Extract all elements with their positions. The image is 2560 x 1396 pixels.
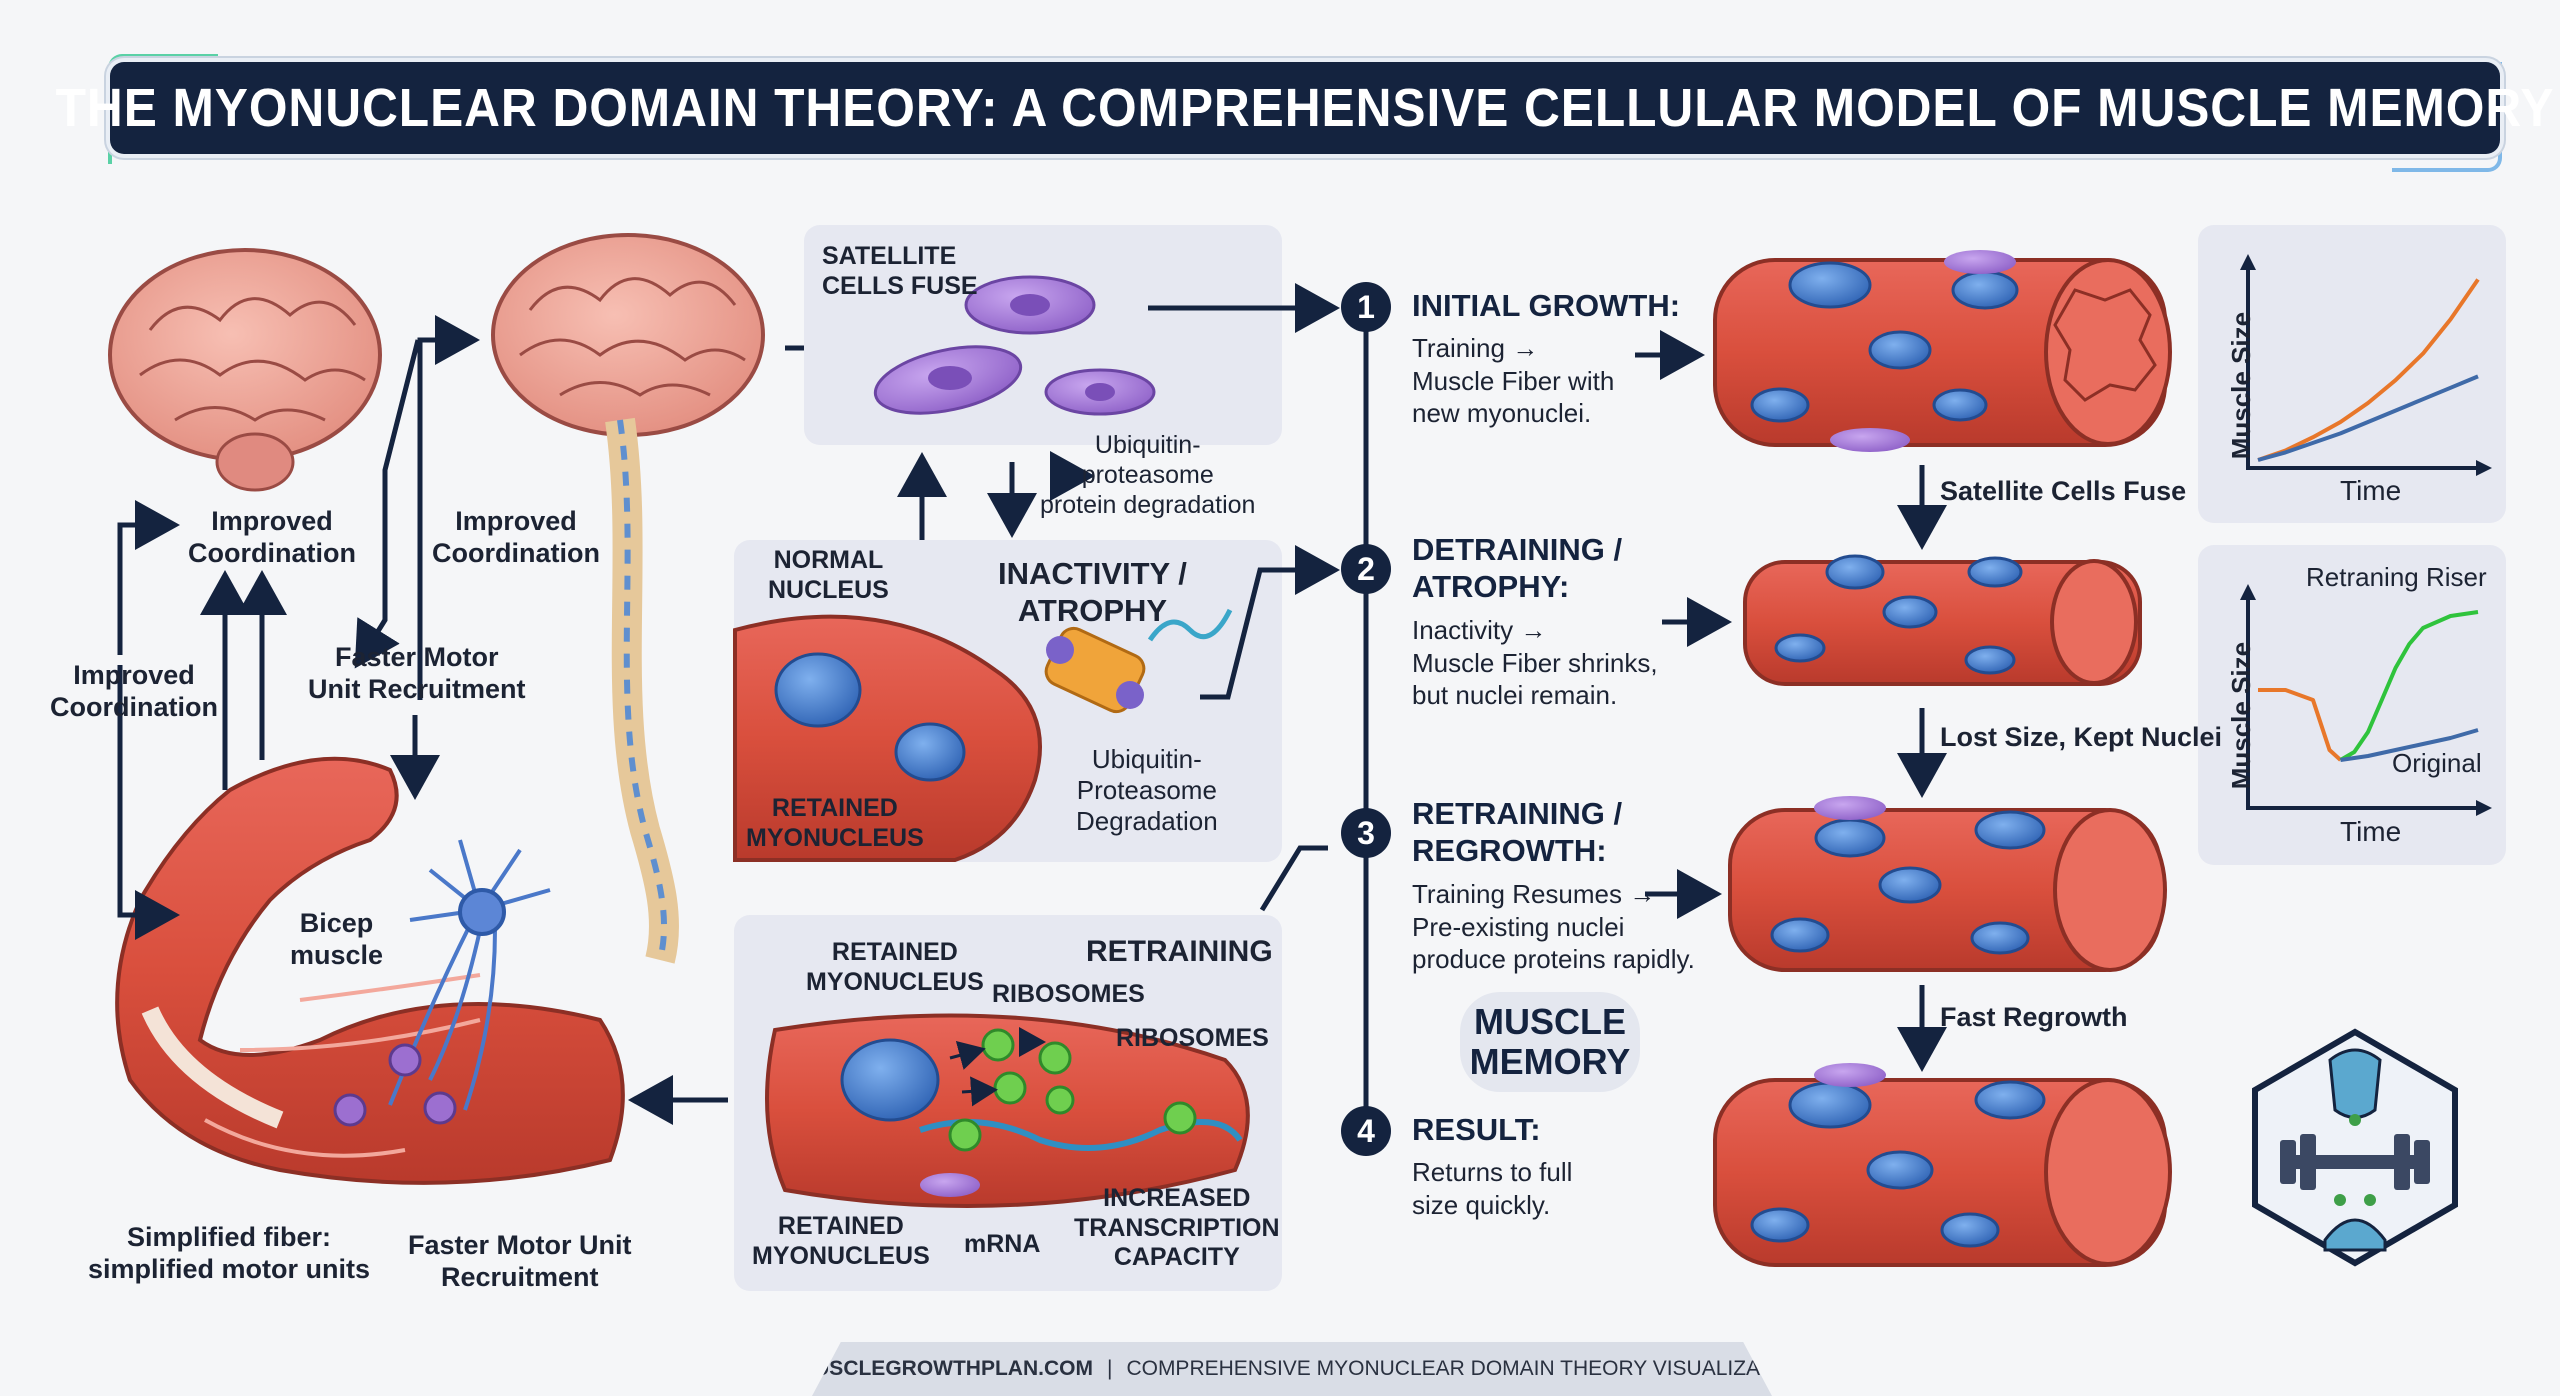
step-number: 2 [1341, 544, 1391, 594]
step-title: RETRAINING / REGROWTH: [1412, 796, 1623, 868]
chart-series-line [2257, 278, 2480, 462]
retraining-chart [2240, 584, 2492, 816]
step-number: 4 [1341, 1106, 1391, 1156]
chart2-annotation-original: Original [2392, 748, 2482, 778]
label-improved-coordination: Improved Coordination [188, 506, 356, 568]
increased-transcription-label: INCREASED TRANSCRIPTION CAPACITY [1074, 1184, 1280, 1271]
title-corner-decoration [2392, 62, 2502, 172]
retraining-fiber-icon [765, 1013, 1250, 1208]
chart2-ylabel: Muscle Size [2226, 641, 2257, 790]
title-banner: THE MYONUCLEAR DOMAIN THEORY: A COMPREHE… [56, 62, 2553, 154]
fiber-initial-growth-icon [1713, 250, 2172, 452]
label-bicep-muscle: Bicep muscle [290, 908, 384, 970]
atrophy-panel-title: INACTIVITY / ATROPHY [998, 556, 1187, 628]
chart-series-line [2258, 688, 2342, 762]
step-description: Inactivity → Muscle Fiber shrinks, but n… [1412, 615, 1658, 710]
footer-bar: © MUSCLEGROWTHPLAN.COM | COMPREHENSIVE M… [812, 1342, 1772, 1396]
label-faster-motor-unit-recruitment: Faster Motor Unit Recruitment [408, 1230, 632, 1292]
chart-series-line [2340, 728, 2479, 762]
lost-size-kept-nuclei-label: Lost Size, Kept Nuclei [1940, 722, 2223, 752]
page-title: THE MYONUCLEAR DOMAIN THEORY: A COMPREHE… [55, 78, 2555, 138]
chart-series-line [2339, 610, 2479, 762]
step-description: Training → Muscle Fiber with new myonucl… [1412, 333, 1615, 428]
satellite-cells-fuse-label: Satellite Cells Fuse [1940, 476, 2187, 506]
fiber-detraining-icon [1743, 554, 2142, 686]
muscle-memory-logo-icon [2252, 1028, 2458, 1267]
muscle-memory-badge: MUSCLE MEMORY [1460, 992, 1640, 1092]
brain-left-icon [108, 248, 382, 492]
retraining-panel-title: RETRAINING [1086, 935, 1273, 968]
satellite-panel-title: SATELLITE CELLS FUSE [822, 242, 978, 300]
chart-axis [2246, 258, 2488, 470]
retained-myonucleus-label: RETAINED MYONUCLEUS [752, 1212, 930, 1270]
motor-end-plate-icon [333, 1043, 457, 1127]
chart2-annotation-riser: Retraning Riser [2306, 562, 2487, 592]
normal-nucleus-label: NORMAL NUCLEUS [768, 546, 889, 604]
label-improved-coordination: Improved Coordination [50, 660, 218, 722]
mrna-label: mRNA [964, 1230, 1041, 1258]
footer-brand: © MUSCLEGROWTHPLAN.COM [775, 1357, 1093, 1380]
bicep-muscle-icon [115, 756, 625, 1185]
fast-regrowth-label: Fast Regrowth [1940, 1002, 2128, 1032]
spinal-cord-icon [605, 417, 679, 964]
ribosomes-label: RIBOSOMES [992, 980, 1145, 1008]
fiber-result-icon [1713, 1063, 2172, 1267]
label-faster-motor-unit-recruitment: Faster Motor Unit Recruitment [308, 642, 526, 704]
chart-axis-arrow [2476, 800, 2492, 816]
step-title: DETRAINING / ATROPHY: [1412, 532, 1623, 604]
brain-right-icon [491, 233, 765, 437]
step-number: 1 [1341, 282, 1391, 332]
retained-myonucleus-label: RETAINED MYONUCLEUS [806, 938, 984, 996]
footer-separator: | [1106, 1357, 1113, 1380]
label-simplified-fiber: Simplified fiber: simplified motor units [88, 1222, 371, 1284]
chart-axis-arrow [2240, 254, 2256, 270]
chart-axis-arrow [2476, 460, 2492, 476]
chart1-ylabel: Muscle Size [2226, 311, 2257, 460]
left-flow-arrows [117, 315, 875, 1125]
step-description: Returns to full size quickly. [1412, 1157, 1573, 1220]
chart1-xlabel: Time [2340, 475, 2402, 506]
ribosome-icon [948, 1028, 1197, 1152]
motor-neuron-icon [388, 839, 551, 1111]
chart-series-line [2257, 374, 2479, 462]
step-number: 3 [1341, 808, 1391, 858]
fiber-regrowth-icon [1728, 796, 2167, 972]
chart2-xlabel: Time [2340, 816, 2402, 847]
ubiquitin-proteasome-label: Ubiquitin- proteasome protein degradatio… [1040, 431, 1256, 519]
atrophy-fiber-icon [733, 614, 1042, 862]
chart-axis-arrow [2240, 584, 2256, 600]
growth-chart [2240, 254, 2492, 476]
step-title: INITIAL GROWTH: [1412, 288, 1681, 323]
retained-myonucleus-label: RETAINED MYONUCLEUS [746, 794, 924, 852]
chart-panel-bg [2198, 225, 2506, 523]
satellite-cell-icon [873, 275, 1156, 416]
footer-caption: COMPREHENSIVE MYONUCLEAR DOMAIN THEORY V… [1126, 1357, 1809, 1380]
chart-axis [2246, 588, 2488, 810]
proteasome-degradation-label: Ubiquitin- Proteasome Degradation [1076, 744, 1218, 837]
label-improved-coordination: Improved Coordination [432, 506, 600, 568]
muscle-memory-label: MUSCLE MEMORY [1469, 1001, 1631, 1082]
proteasome-icon [1044, 608, 1233, 714]
ribosomes-label: RIBOSOMES [1116, 1024, 1269, 1052]
step-description: Training Resumes → Pre-existing nuclei p… [1412, 879, 1695, 974]
step-title: RESULT: [1412, 1112, 1541, 1147]
